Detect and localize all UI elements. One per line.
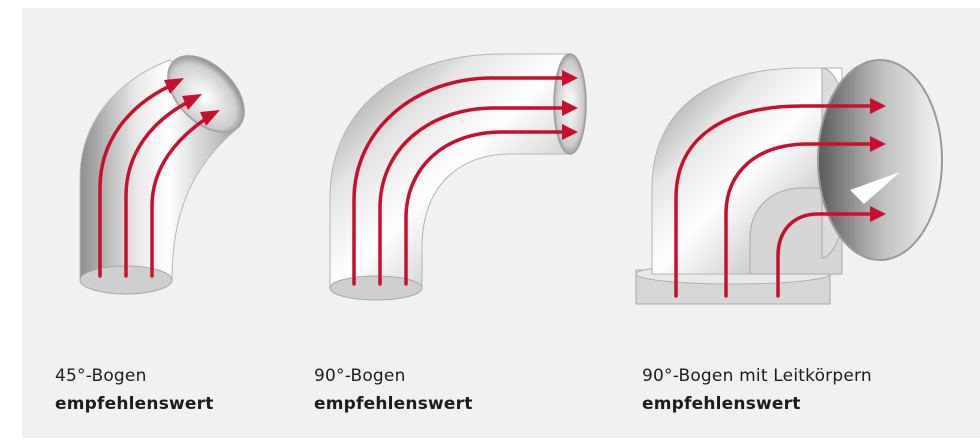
- comparison-panel: 45°-Bogen empfehlenswert 90°-Bogen empfe…: [22, 8, 980, 438]
- item-rating: empfehlenswert: [55, 394, 214, 414]
- item-rating: empfehlenswert: [642, 394, 801, 414]
- elbow-45-icon: [52, 8, 252, 308]
- item-name: 45°-Bogen: [55, 366, 147, 386]
- caption-elbow-45: 45°-Bogen empfehlenswert: [55, 362, 214, 418]
- item-name: 90°-Bogen mit Leitkörpern: [642, 366, 872, 386]
- caption-elbow-90-guide-vanes: 90°-Bogen mit Leitkörpern empfehlenswert: [642, 362, 872, 418]
- caption-elbow-90: 90°-Bogen empfehlenswert: [314, 362, 473, 418]
- item-name: 90°-Bogen: [314, 366, 406, 386]
- elbow-90-guide-vanes-icon: [632, 8, 952, 308]
- elbow-90-icon: [312, 8, 612, 308]
- item-rating: empfehlenswert: [314, 394, 473, 414]
